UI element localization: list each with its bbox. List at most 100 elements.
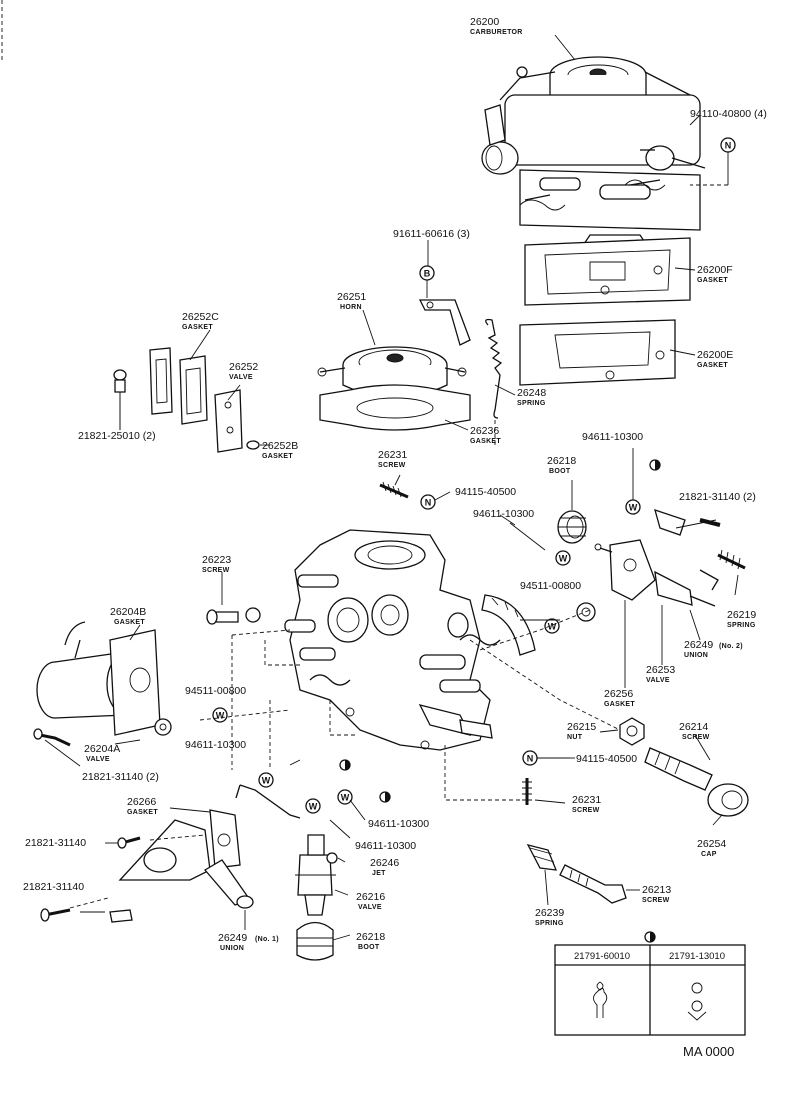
part-labels: 26200 CARBURETOR 94110-40800 (4) 91611-6… bbox=[23, 16, 767, 952]
label-94611e-num: 94611-10300 bbox=[355, 840, 416, 852]
cap-26254-shape bbox=[707, 783, 749, 817]
w-washer-symbol-c: W bbox=[544, 618, 560, 634]
label-26200F-num: 26200F bbox=[697, 264, 733, 276]
svg-text:N: N bbox=[527, 754, 534, 764]
gasket-26236-shape bbox=[319, 384, 471, 431]
n-washer-symbol-bottom: N bbox=[522, 750, 570, 766]
label-26200E-name: GASKET bbox=[697, 362, 728, 369]
label-26231a-num: 26231 bbox=[378, 449, 407, 461]
nut-26215-shape bbox=[619, 717, 645, 746]
w-washer-symbol-a: W bbox=[509, 522, 571, 566]
label-26216-name: VALVE bbox=[358, 904, 382, 911]
label-26200E-num: 26200E bbox=[697, 349, 733, 361]
label-26236-name: GASKET bbox=[470, 438, 501, 445]
svg-text:W: W bbox=[559, 554, 568, 564]
carburetor-assembly bbox=[481, 56, 706, 251]
clip-legend-table: 21791-60010 21791-13010 bbox=[554, 931, 746, 1036]
label-26223-name: SCREW bbox=[202, 567, 230, 574]
leader-lines bbox=[44, 34, 739, 941]
w-washer-symbol-f: W bbox=[305, 798, 321, 814]
legend-col2-label: 21791-13010 bbox=[669, 951, 725, 962]
label-26239-num: 26239 bbox=[535, 907, 564, 919]
label-26218b-name: BOOT bbox=[358, 944, 380, 951]
label-26231b-num: 26231 bbox=[572, 794, 601, 806]
w-washer-symbol-d: W bbox=[212, 707, 228, 723]
label-26249-1-num: 26249 bbox=[218, 932, 247, 944]
screw-26214-shape bbox=[644, 747, 713, 791]
n-washer-symbol-mid: N bbox=[420, 491, 451, 510]
label-26215-name: NUT bbox=[567, 734, 583, 741]
screw-26223-shape bbox=[206, 607, 261, 625]
spring-26239-shape bbox=[526, 844, 558, 871]
gasket-26200E-shape bbox=[519, 319, 676, 386]
svg-text:B: B bbox=[424, 269, 431, 279]
spring-26248-shape bbox=[485, 318, 503, 419]
label-26253-num: 26253 bbox=[646, 664, 675, 676]
gasket-26266-shape bbox=[209, 809, 241, 869]
carburetor-body bbox=[284, 529, 501, 751]
label-26218a-num: 26218 bbox=[547, 455, 576, 467]
label-26266-name: GASKET bbox=[127, 809, 158, 816]
label-26214-num: 26214 bbox=[679, 721, 708, 733]
label-26252C-name: GASKET bbox=[182, 324, 213, 331]
vacuum-valve-group bbox=[113, 347, 260, 453]
screw-21821-31140-left bbox=[33, 728, 71, 747]
union-26249-no1 bbox=[118, 819, 254, 909]
label-94115a-num: 94115-40500 bbox=[455, 486, 516, 498]
boot-26218-top bbox=[557, 480, 587, 544]
label-26200-name: CARBURETOR bbox=[470, 29, 523, 36]
label-26252C-num: 26252C bbox=[182, 311, 219, 323]
label-26231a-name: SCREW bbox=[378, 462, 406, 469]
throttle-sector bbox=[481, 594, 536, 656]
screw-26213-shape bbox=[559, 864, 627, 904]
label-26253-name: VALVE bbox=[646, 677, 670, 684]
label-26215-num: 26215 bbox=[567, 721, 596, 733]
screw-21821-31140-b bbox=[40, 908, 133, 923]
w-washer-symbol-b: W bbox=[625, 448, 641, 515]
label-26219-num: 26219 bbox=[727, 609, 756, 621]
svg-text:N: N bbox=[725, 141, 732, 151]
label-26249-2-note: (No. 2) bbox=[719, 643, 743, 650]
label-26213-num: 26213 bbox=[642, 884, 671, 896]
clip-symbol-c bbox=[379, 791, 391, 803]
clip-60010-icon bbox=[593, 981, 608, 1018]
label-21821-31140a-num: 21821-31140 bbox=[25, 837, 86, 849]
label-21821-31140b-num: 21821-31140 bbox=[23, 881, 84, 893]
svg-text:W: W bbox=[341, 793, 350, 803]
b-bolt-symbol: B bbox=[419, 265, 435, 298]
label-94511a-num: 94511-00800 bbox=[520, 580, 581, 592]
label-26231b-name: SCREW bbox=[572, 807, 600, 814]
screw-26231-lower bbox=[522, 778, 532, 805]
n-washer-symbol-top: N bbox=[690, 137, 736, 186]
label-26246-name: JET bbox=[372, 870, 386, 877]
label-21821-31140-2a-num: 21821-31140 (2) bbox=[679, 491, 756, 503]
label-21821-25010-num: 21821-25010 (2) bbox=[78, 430, 156, 442]
gasket-26200F-shape bbox=[524, 237, 691, 306]
label-94611b-num: 94611-10300 bbox=[473, 508, 534, 520]
label-26256-name: GASKET bbox=[604, 701, 635, 708]
label-26204A-num: 26204A bbox=[84, 743, 120, 755]
label-26200-num: 26200 bbox=[470, 16, 499, 28]
label-26204B-name: GASKET bbox=[114, 619, 145, 626]
label-26214-name: SCREW bbox=[682, 734, 710, 741]
label-94115b-num: 94115-40500 bbox=[576, 753, 637, 765]
label-94511b-num: 94511-00800 bbox=[185, 685, 246, 697]
label-26249-1-name: UNION bbox=[220, 945, 244, 952]
label-94611c-num: 94611-10300 bbox=[185, 739, 246, 751]
label-26249-2-num: 26249 bbox=[684, 639, 713, 651]
svg-text:W: W bbox=[629, 503, 638, 513]
label-26248-num: 26248 bbox=[517, 387, 546, 399]
label-26218b-num: 26218 bbox=[356, 931, 385, 943]
label-26216-num: 26216 bbox=[356, 891, 385, 903]
label-26248-name: SPRING bbox=[517, 400, 546, 407]
clip-symbol-b bbox=[339, 759, 351, 771]
jet-26246-shape bbox=[326, 852, 338, 864]
label-94611a-num: 94611-10300 bbox=[582, 431, 643, 443]
label-26204B-num: 26204B bbox=[110, 606, 146, 618]
label-26219-name: SPRING bbox=[727, 622, 756, 629]
label-26252-name: VALVE bbox=[229, 374, 253, 381]
valve-26216-shape bbox=[295, 834, 336, 916]
label-26200F-name: GASKET bbox=[697, 277, 728, 284]
svg-text:W: W bbox=[262, 776, 271, 786]
